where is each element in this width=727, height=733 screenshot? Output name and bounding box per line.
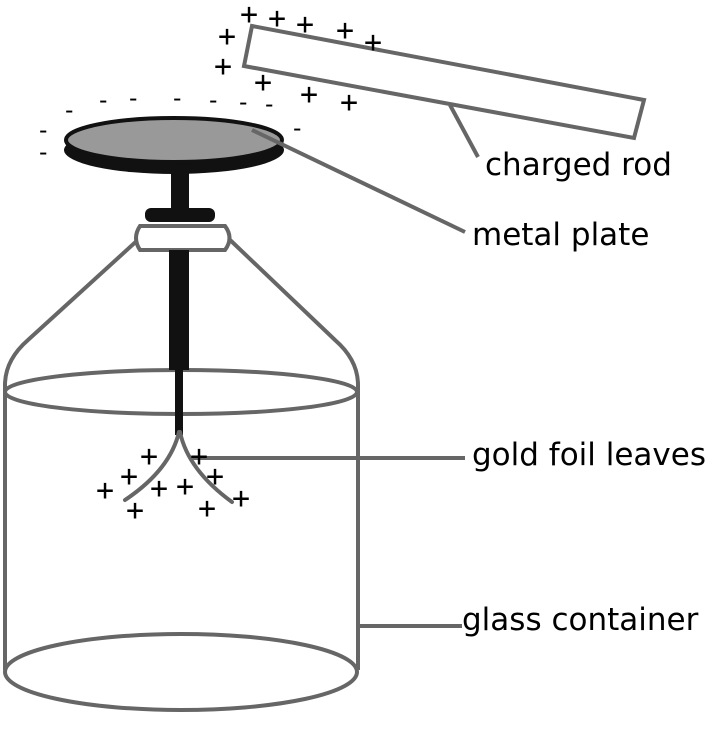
container-base [3, 632, 359, 712]
positive-charge: + [240, 0, 258, 32]
negative-charge: - [206, 86, 220, 114]
label-glass-container: glass container [462, 602, 699, 638]
leaves-positive-charges: + + + + + + + + + + [96, 439, 250, 528]
positive-charge: + [218, 19, 236, 54]
rod-leader [448, 104, 480, 158]
plate-negative-charges: - - - - - - - - - - [36, 84, 304, 166]
negative-charge: - [96, 86, 110, 114]
container-outline [2, 236, 360, 670]
positive-charge: + [214, 49, 232, 84]
positive-charge: + [140, 439, 158, 474]
negative-charge: - [262, 90, 276, 118]
positive-charge: + [232, 481, 250, 516]
positive-charge: + [96, 473, 114, 508]
positive-charge: + [364, 25, 382, 60]
positive-charge: + [126, 493, 144, 528]
label-charged-rod: charged rod [485, 147, 672, 183]
gold-foil-leaves [123, 430, 234, 504]
plate-leader [251, 128, 466, 234]
positive-charge: + [198, 491, 216, 526]
positive-charge: + [176, 469, 194, 504]
negative-charge: - [290, 114, 304, 142]
container-stopper [134, 208, 232, 252]
negative-charge: - [170, 84, 184, 112]
negative-charge: - [62, 96, 76, 124]
negative-charge: - [36, 116, 50, 144]
negative-charge: - [236, 88, 250, 116]
rod-positive-charges: + + + + + + + + + + [214, 0, 382, 120]
positive-charge: + [120, 459, 138, 494]
metal-stem [169, 170, 189, 435]
positive-charge: + [150, 471, 168, 506]
positive-charge: + [340, 85, 358, 120]
positive-charge: + [336, 13, 354, 48]
positive-charge: + [190, 439, 208, 474]
leader-lines [190, 104, 480, 628]
negative-charge: - [126, 84, 140, 112]
label-gold-foil-leaves: gold foil leaves [472, 437, 706, 473]
positive-charge: + [300, 77, 318, 112]
negative-charge: - [36, 138, 50, 166]
positive-charge: + [206, 459, 224, 494]
metal-plate [64, 116, 284, 174]
positive-charge: + [268, 1, 286, 36]
positive-charge: + [254, 65, 272, 100]
charged-rod [241, 23, 647, 141]
positive-charge: + [296, 7, 314, 42]
label-metal-plate: metal plate [472, 217, 650, 253]
